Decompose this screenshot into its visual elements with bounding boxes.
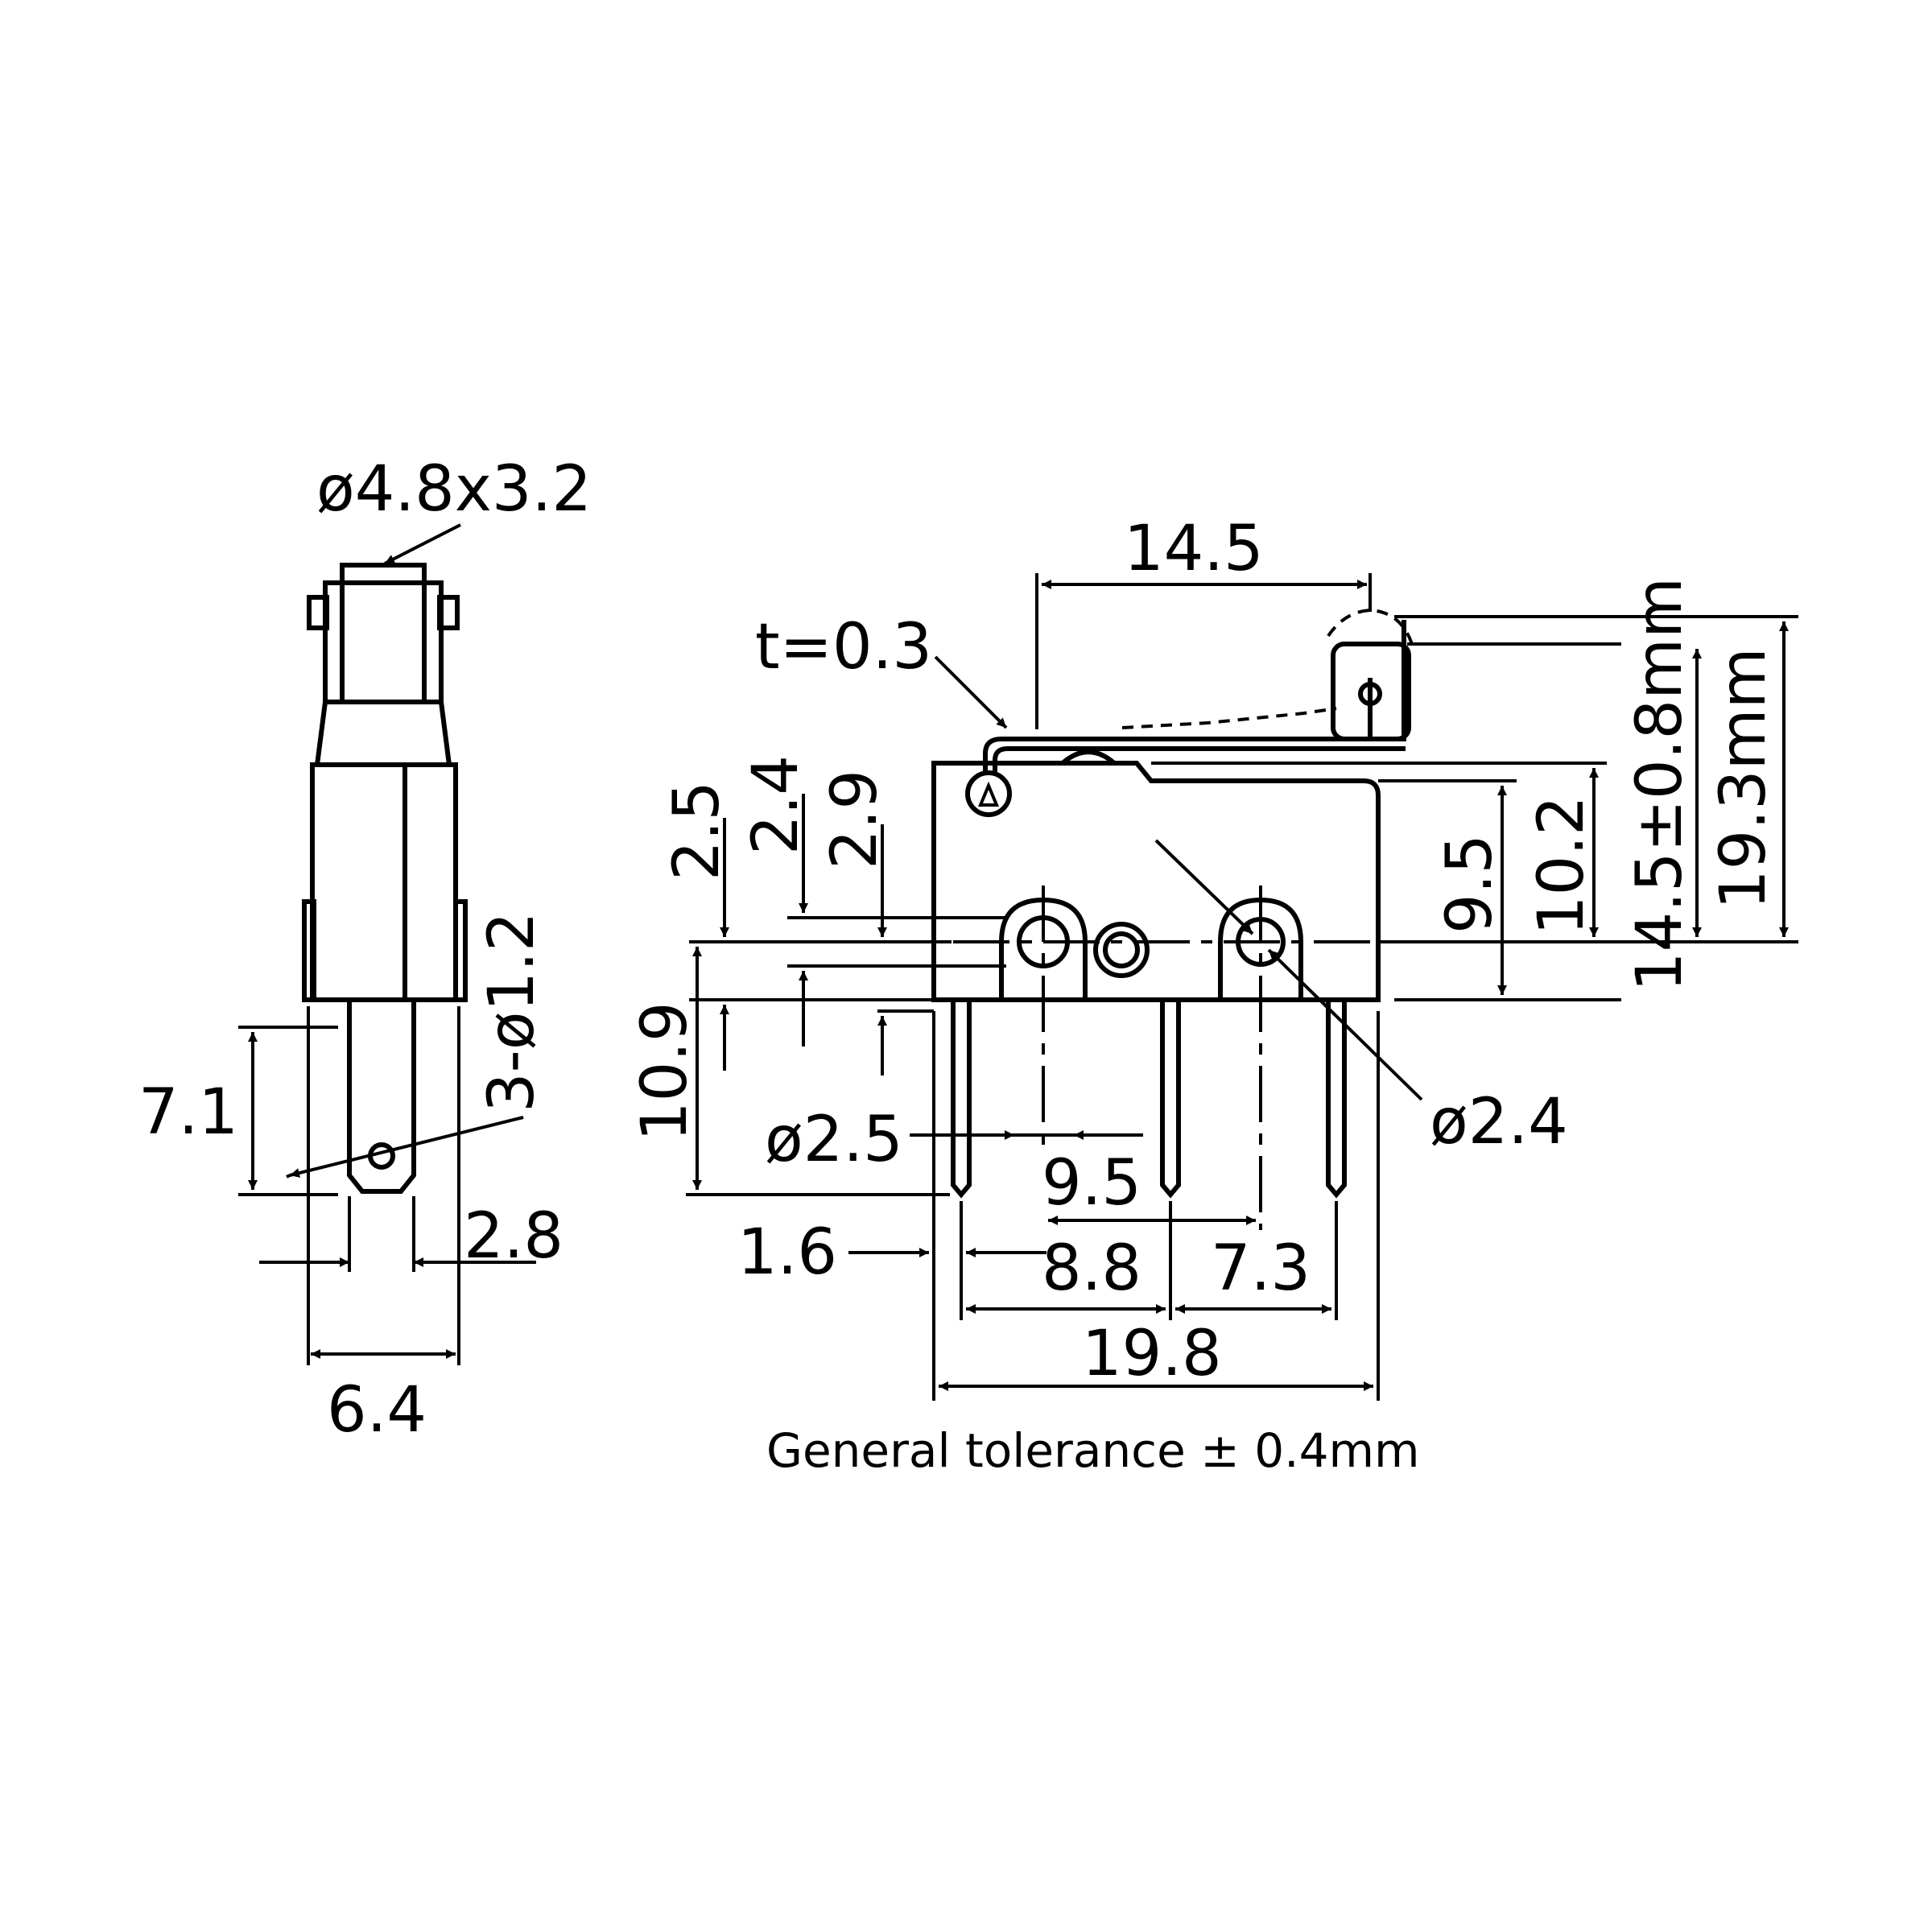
label-pin-length: 7.1 [138, 1076, 238, 1149]
label-body-width: 6.4 [327, 1374, 427, 1447]
side-body [302, 762, 468, 1002]
front-body [931, 761, 1381, 1002]
label-dim-7-3: 7.3 [1211, 1232, 1311, 1305]
dim-pin-width [259, 1196, 536, 1272]
front-pins [951, 1000, 1347, 1199]
leader-pin-holes [289, 1116, 524, 1178]
dim-pin-spacing [960, 1201, 1338, 1320]
dim-body-length [939, 1011, 1380, 1401]
actuator-bump [1061, 749, 1116, 766]
side-view: ø4.8x3.2 7.1 2.8 6.4 3-ø1.2 [138, 453, 592, 1447]
label-roller-size: ø4.8x3.2 [316, 453, 592, 526]
label-lever-thickness: t=0.3 [755, 611, 932, 683]
lever-roller [1121, 608, 1414, 741]
label-dim-8-8: 8.8 [1042, 1232, 1141, 1305]
leader-hole-right [1267, 948, 1423, 1101]
pivot-circle [965, 770, 1012, 817]
label-dim-2-4: 2.4 [740, 755, 812, 855]
label-hole-left: ø2.5 [765, 1104, 903, 1176]
dim-10-9 [686, 947, 950, 1196]
label-dim-2-5: 2.5 [661, 781, 733, 881]
label-body-length: 19.8 [1082, 1318, 1222, 1390]
label-pin-width: 2.8 [464, 1200, 564, 1273]
label-dim-1-6: 1.6 [737, 1216, 837, 1289]
dim-body-width [307, 1006, 460, 1365]
label-free-height: 19.3mm [1707, 647, 1780, 910]
dim-left-offsets [689, 794, 1006, 1075]
label-dim-2-9: 2.9 [819, 770, 891, 869]
dim-1-6 [848, 1011, 1046, 1401]
general-tolerance-note: General tolerance ± 0.4mm [766, 1423, 1419, 1478]
dim-lever-length [1035, 573, 1372, 729]
leader-roller-size [384, 523, 461, 565]
label-dim-10-2: 10.2 [1525, 795, 1598, 935]
label-dim-9-5-v: 9.5 [1434, 834, 1506, 934]
label-hole-spacing: 9.5 [1042, 1147, 1141, 1220]
side-roller-housing [307, 563, 460, 767]
label-hole-right: ø2.4 [1430, 1086, 1568, 1158]
front-view: 14.5 t=0.3 2.5 2.4 2.9 10.9 ø2.5 9.5 1.6… [629, 513, 1798, 1478]
center-hole [1093, 922, 1150, 978]
side-pin [347, 1000, 416, 1194]
label-dim-10-9: 10.9 [629, 1001, 701, 1141]
label-lever-length: 14.5 [1124, 513, 1264, 585]
dim-right-heights [1151, 615, 1798, 1001]
leader-lever-thickness [934, 655, 1008, 729]
label-pin-holes: 3-ø1.2 [476, 911, 548, 1113]
label-op-height: 14.5±0.8mm [1624, 577, 1696, 992]
lever-arm [983, 620, 1406, 773]
dim-pin-length [238, 1026, 338, 1196]
